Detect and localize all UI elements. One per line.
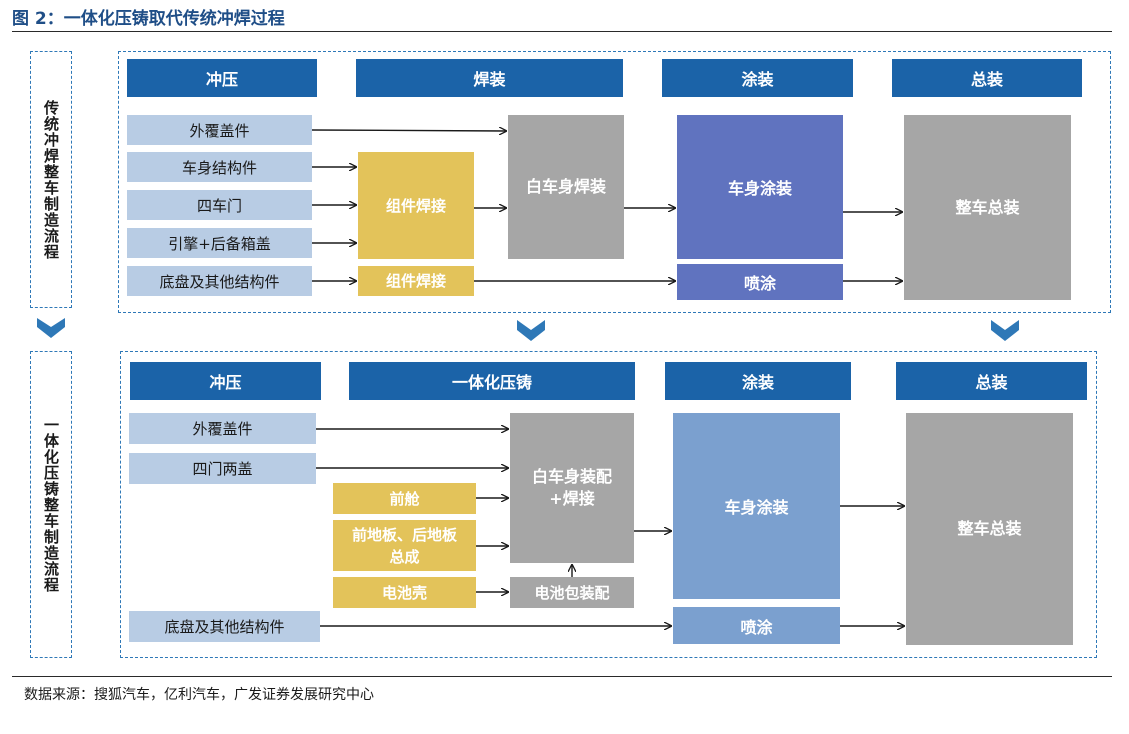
down-chevron-right: [991, 320, 1019, 341]
traditional-header-stamping: 冲压: [127, 59, 317, 97]
casting-floor-assembly: 前地板、后地板总成: [333, 520, 476, 571]
integrated-process-label: 一体化压铸整车制造流程: [42, 416, 60, 593]
traditional-process-label: 传统冲焊整车制造流程: [42, 99, 60, 260]
title-rule: [12, 31, 1112, 32]
source-note: 数据来源：搜狐汽车，亿利汽车，广发证券发展研究中心: [24, 687, 374, 703]
integrated-header-die-casting: 一体化压铸: [349, 362, 635, 400]
integrated-spray: 喷涂: [673, 607, 840, 644]
figure-title: 图 2：一体化压铸取代传统冲焊过程: [12, 9, 285, 29]
traditional-process-frame: [118, 51, 1111, 313]
traditional-header-painting: 涂装: [662, 59, 853, 97]
integrated-part-chassis: 底盘及其他结构件: [129, 611, 320, 642]
traditional-body-painting: 车身涂装: [677, 115, 843, 259]
stamping-part-hood-trunk: 引擎+后备箱盖: [127, 228, 312, 258]
integrated-final-assembly: 整车总装: [906, 413, 1073, 645]
component-welding-chassis: 组件焊接: [358, 266, 474, 296]
component-welding-block: 组件焊接: [358, 152, 474, 259]
integrated-header-painting: 涂装: [665, 362, 851, 400]
body-in-white-welding: 白车身焊装: [508, 115, 624, 259]
source-rule: [12, 676, 1112, 677]
stamping-part-chassis: 底盘及其他结构件: [127, 266, 312, 296]
integrated-part-doors-lids: 四门两盖: [129, 453, 316, 484]
stamping-part-four-doors: 四车门: [127, 190, 312, 220]
traditional-header-assembly: 总装: [892, 59, 1082, 97]
down-chevron-middle: [517, 320, 545, 341]
integrated-body-in-white: 白车身装配+焊接: [510, 413, 634, 563]
traditional-final-assembly: 整车总装: [904, 115, 1071, 300]
integrated-header-stamping: 冲压: [130, 362, 321, 400]
stamping-part-exterior-panels: 外覆盖件: [127, 115, 312, 145]
integrated-body-painting: 车身涂装: [673, 413, 840, 599]
integrated-process-frame: [120, 351, 1097, 658]
integrated-part-exterior-panels: 外覆盖件: [129, 413, 316, 444]
traditional-label-frame: [30, 51, 72, 308]
arrow-exterior-to-biw: [311, 130, 506, 131]
traditional-header-welding: 焊装: [356, 59, 623, 97]
down-chevron-left: [37, 318, 65, 338]
integrated-header-assembly: 总装: [896, 362, 1087, 400]
stamping-part-body-structure: 车身结构件: [127, 152, 312, 182]
battery-pack-assembly: 电池包装配: [510, 577, 634, 608]
casting-battery-shell: 电池壳: [333, 577, 476, 608]
traditional-spray: 喷涂: [677, 264, 843, 300]
integrated-label-frame: [30, 351, 72, 658]
casting-front-cabin: 前舱: [333, 483, 476, 514]
